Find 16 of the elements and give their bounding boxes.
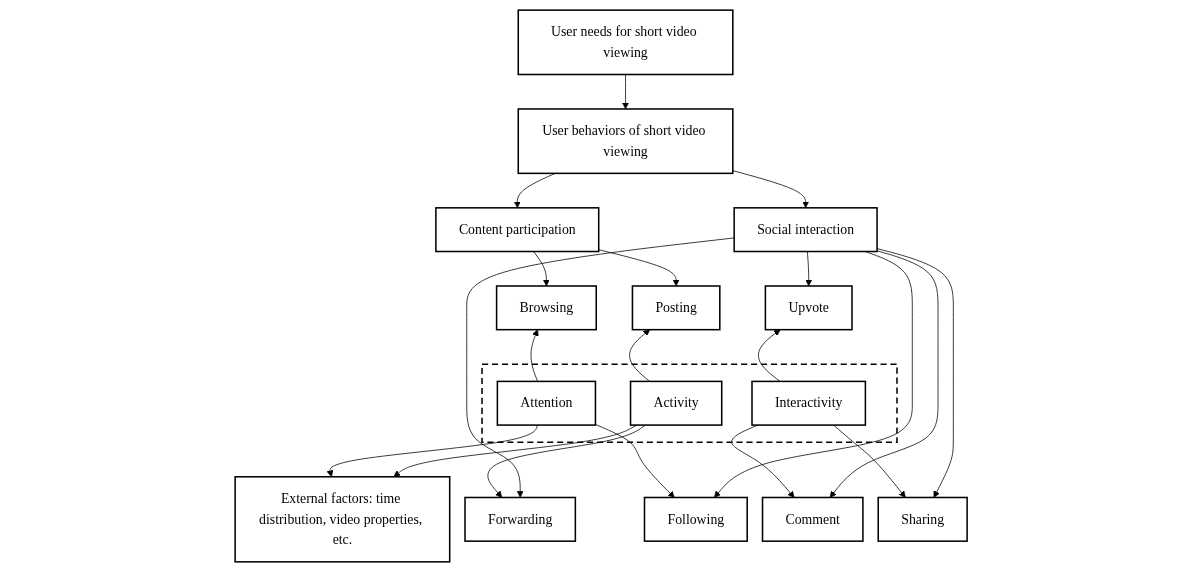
node-box: Posting <box>632 285 721 331</box>
node-box: Upvote <box>765 285 854 331</box>
node-box: Browsing <box>496 285 598 331</box>
node-box: Sharing <box>877 496 969 542</box>
node-box: Forwarding <box>464 496 577 542</box>
node-box: Content participation <box>435 207 600 253</box>
node-box: Activity <box>630 380 723 426</box>
node-box: Following <box>644 496 749 542</box>
node-box: Comment <box>762 496 865 542</box>
node-box: Social interaction <box>733 207 879 253</box>
cluster <box>481 363 899 444</box>
node-box: User behaviors of short video viewing <box>517 108 734 175</box>
node-box: Interactivity <box>751 380 867 426</box>
node-box: External factors: time distribution, video properties, etc. <box>234 476 451 563</box>
node-box: User needs for short video viewing <box>517 9 734 76</box>
node-box: Attention <box>497 380 597 426</box>
